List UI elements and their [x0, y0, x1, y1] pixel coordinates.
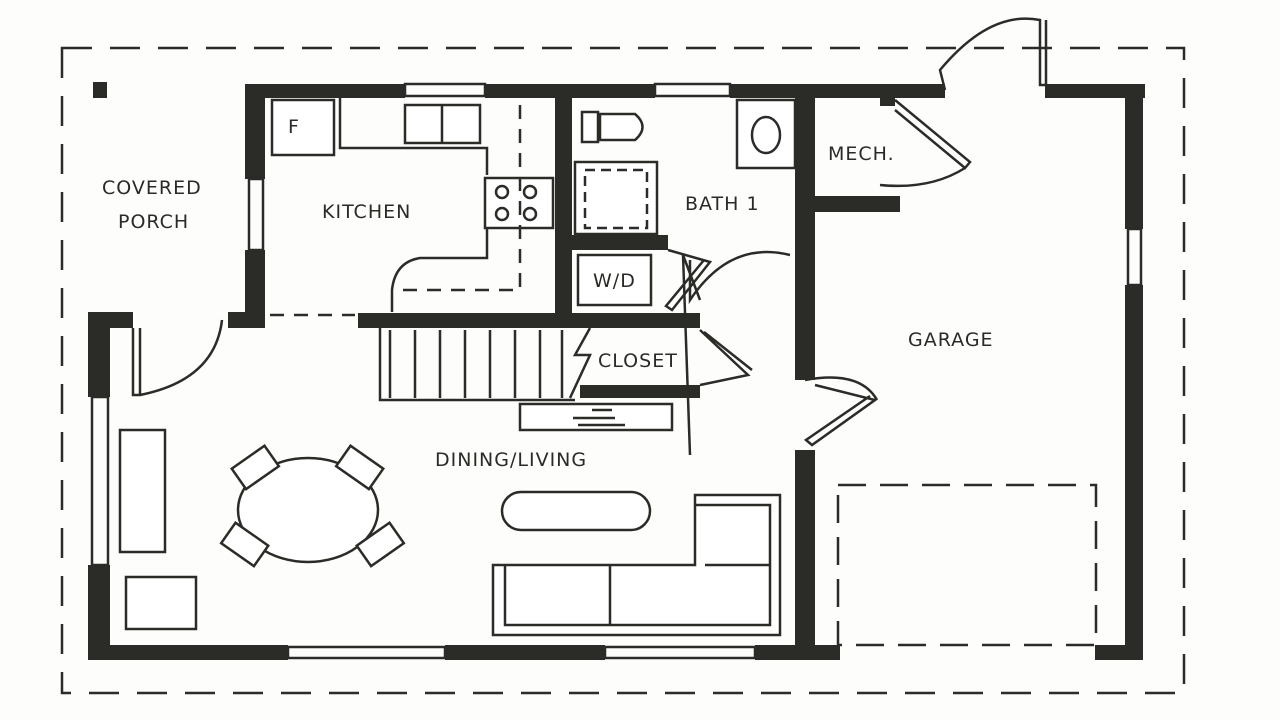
washer-dryer-label: W/D	[593, 270, 636, 292]
dining-table	[236, 456, 380, 564]
mech-label: MECH.	[828, 143, 895, 165]
toilet	[598, 112, 644, 142]
porch-label-1: COVERED	[102, 177, 202, 199]
windows	[90, 82, 1143, 660]
walls	[88, 84, 1145, 660]
fridge	[270, 98, 336, 157]
garage-door	[836, 483, 1098, 647]
kitchen-fixtures: F	[270, 98, 555, 317]
fridge-label: F	[288, 116, 300, 138]
shower	[573, 160, 659, 236]
bath-fixtures	[573, 98, 797, 307]
doors	[131, 17, 1048, 456]
bath-sink	[735, 98, 797, 170]
kitchen-label: KITCHEN	[322, 201, 411, 223]
coffee-table	[500, 490, 652, 532]
sectional-sofa	[491, 493, 782, 637]
closet-label: CLOSET	[598, 350, 678, 372]
post-marker	[93, 82, 107, 98]
bath-label: BATH 1	[685, 193, 760, 215]
sofa-left	[118, 428, 167, 554]
stairs	[378, 327, 674, 432]
living-furniture	[118, 428, 782, 637]
porch-label-2: PORCH	[118, 211, 189, 233]
washer-dryer	[576, 253, 653, 307]
dining-living-label: DINING/LIVING	[435, 449, 587, 471]
armchair	[124, 575, 198, 631]
garage-label: GARAGE	[908, 329, 994, 351]
property-line	[60, 46, 1186, 695]
